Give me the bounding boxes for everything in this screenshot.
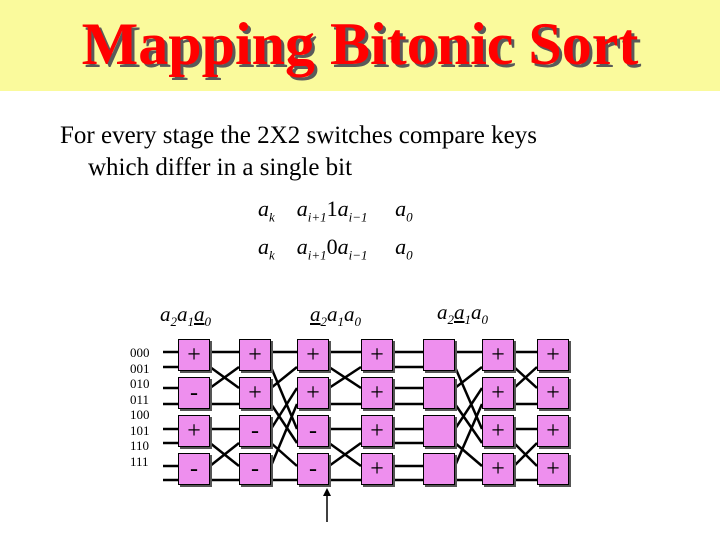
switch-symbol: +	[491, 380, 505, 406]
wire	[270, 366, 298, 389]
switch-box: +	[178, 339, 210, 371]
switch-box: -	[297, 453, 329, 485]
wire	[209, 442, 240, 467]
row-label: 011	[130, 391, 150, 407]
row-label: 111	[130, 453, 149, 469]
switch-symbol: +	[491, 342, 505, 368]
switch-box: -	[239, 453, 271, 485]
switch-symbol: +	[491, 456, 505, 482]
switch-box: -	[297, 415, 329, 447]
bit-label-1: a2a1a0	[160, 302, 211, 330]
switch-symbol: -	[309, 456, 317, 482]
switch-symbol: +	[306, 380, 320, 406]
wire	[453, 387, 484, 430]
switch-box: +	[482, 453, 514, 485]
switch-box: +	[537, 453, 569, 485]
row-label: 101	[130, 422, 150, 438]
switch-symbol: +	[306, 342, 320, 368]
switch-symbol: +	[491, 418, 505, 444]
formula-1: ak ai+11ai−1 a0	[258, 196, 413, 225]
switch-box: +	[537, 377, 569, 409]
row-label: 000	[130, 345, 150, 360]
switch-box: -	[178, 453, 210, 485]
switch-box: +	[178, 415, 210, 447]
switch-box: -	[239, 415, 271, 447]
wire	[513, 366, 538, 389]
switch-symbol: +	[546, 380, 560, 406]
wire	[269, 403, 299, 444]
switch-symbol: +	[546, 342, 560, 368]
switch-symbol: +	[546, 456, 560, 482]
body-line-2: which differ in a single bit	[88, 154, 353, 181]
switch-symbol: +	[248, 380, 262, 406]
switch-box	[423, 377, 455, 409]
switch-symbol: +	[370, 380, 384, 406]
row-labels: 000 001 010 011 100 101 110 111	[130, 345, 150, 469]
switch-box: +	[482, 377, 514, 409]
row-label: 100	[130, 407, 150, 422]
switch-symbol: -	[190, 456, 198, 482]
switch-box	[423, 453, 455, 485]
wire	[269, 387, 299, 430]
wire	[454, 442, 483, 467]
switch-symbol: +	[546, 418, 560, 444]
switch-box: +	[537, 415, 569, 447]
switch-box: +	[361, 339, 393, 371]
switch-box	[423, 415, 455, 447]
bit-label-2: a2a1a0	[310, 302, 361, 330]
row-label: 001	[130, 360, 150, 376]
wire	[453, 403, 484, 467]
switch-symbol: -	[309, 418, 317, 444]
switch-box: +	[361, 453, 393, 485]
wire	[513, 442, 538, 467]
switch-box: +	[297, 377, 329, 409]
wire	[454, 366, 483, 389]
wire	[269, 403, 299, 467]
wire	[453, 403, 484, 444]
switch-symbol: -	[190, 380, 198, 406]
wire	[328, 441, 362, 468]
switch-box	[423, 339, 455, 371]
switch-box: +	[297, 339, 329, 371]
switch-box: +	[361, 415, 393, 447]
body-line-1: For every stage the 2X2 switches compare…	[60, 122, 537, 149]
switch-symbol: +	[370, 418, 384, 444]
switch-symbol: +	[370, 456, 384, 482]
slide-title: Mapping Bitonic Sort	[81, 11, 639, 77]
bit-label-3: a2a1a0	[437, 300, 488, 328]
switch-symbol: -	[251, 456, 259, 482]
row-label: 010	[130, 376, 150, 391]
switch-box: +	[537, 339, 569, 371]
row-label: 110	[130, 438, 150, 453]
formula-2: ak ai+10ai−1 a0	[258, 234, 413, 263]
switch-box: -	[178, 377, 210, 409]
wire	[209, 365, 240, 390]
wire	[269, 366, 299, 430]
arrow-up-icon	[323, 488, 331, 522]
wire	[270, 442, 298, 467]
switch-box: +	[482, 339, 514, 371]
title-bar	[0, 0, 720, 91]
wire	[453, 366, 484, 430]
switch-box: +	[239, 339, 271, 371]
wire	[328, 365, 362, 390]
switch-box: +	[239, 377, 271, 409]
switch-box: +	[482, 415, 514, 447]
switch-box: +	[361, 377, 393, 409]
switch-symbol: +	[248, 342, 262, 368]
switch-symbol: -	[251, 418, 259, 444]
switch-symbol: +	[187, 418, 201, 444]
switch-symbol: +	[187, 342, 201, 368]
body-text: For every stage the 2X2 switches compare…	[60, 120, 537, 184]
switch-symbol: +	[370, 342, 384, 368]
